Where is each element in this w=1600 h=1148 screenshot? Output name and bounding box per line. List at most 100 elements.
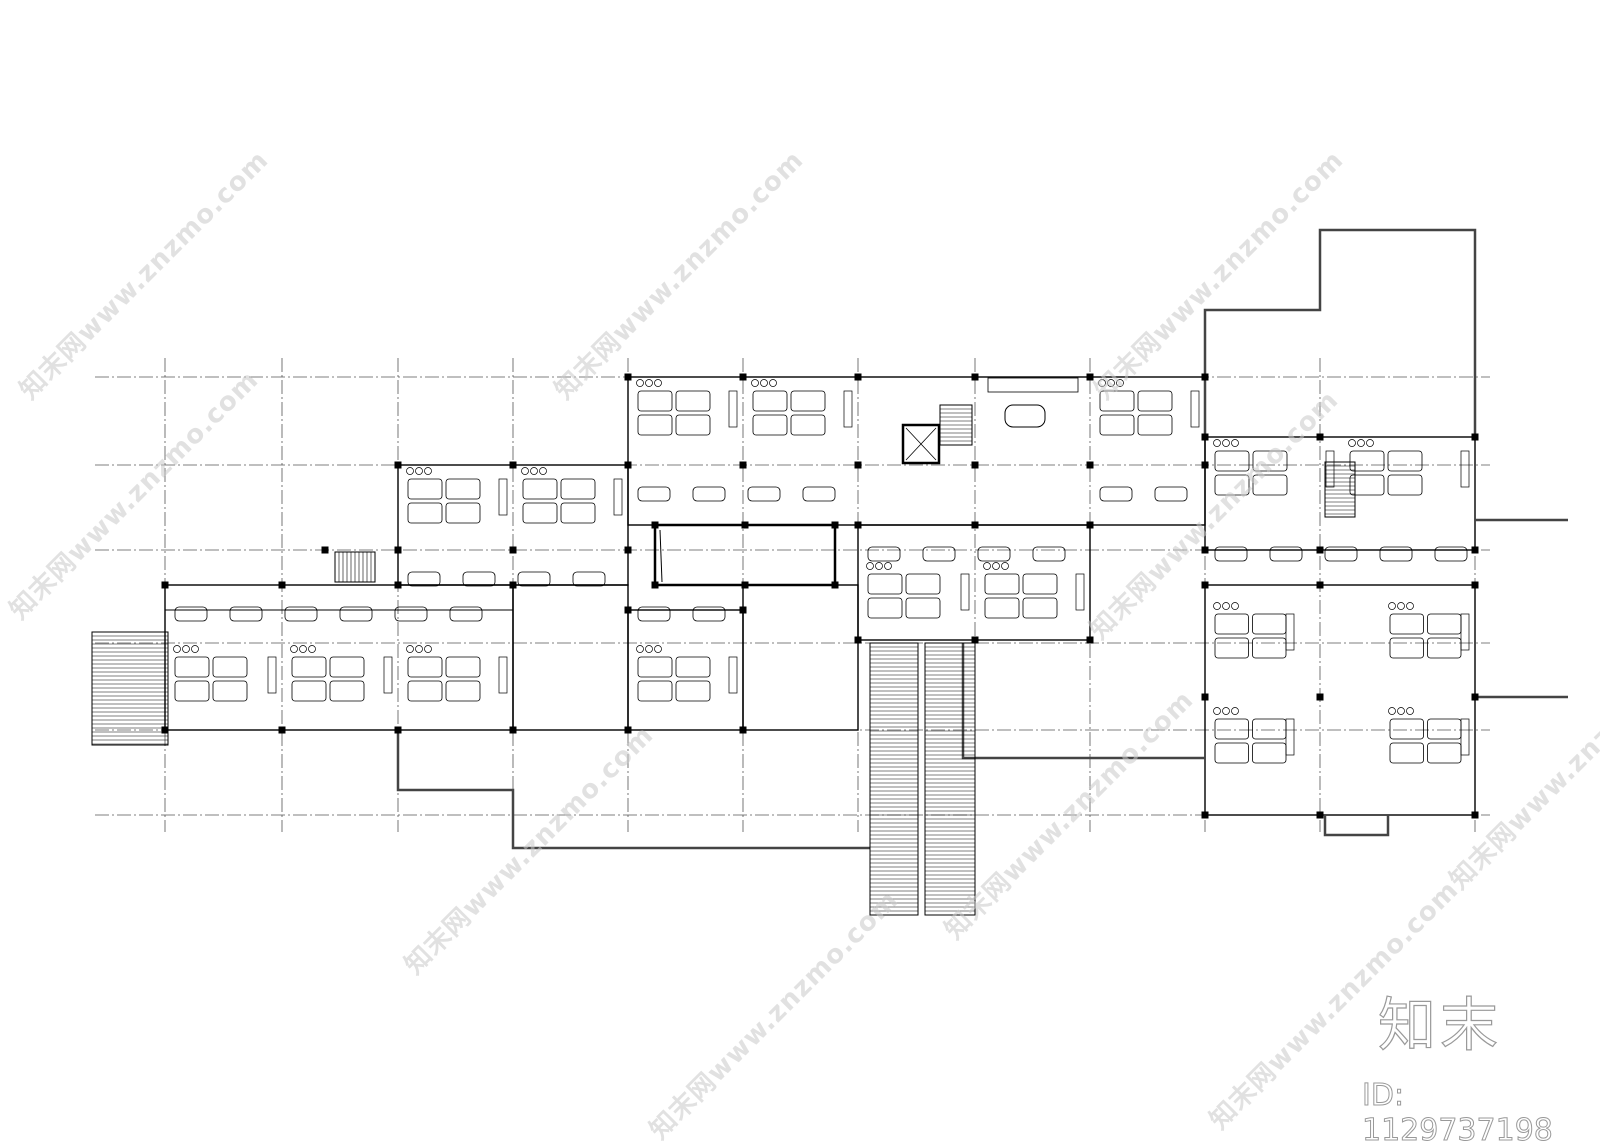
guest-room <box>1388 707 1470 764</box>
desk <box>1460 450 1470 488</box>
bathtub <box>1434 546 1468 562</box>
chair <box>875 562 883 570</box>
bathtub <box>407 571 441 587</box>
desk <box>728 656 738 694</box>
chair <box>983 562 991 570</box>
bed <box>1387 474 1423 496</box>
guest-room <box>290 645 393 702</box>
bed <box>560 478 596 500</box>
column <box>1201 546 1209 554</box>
conference-table <box>1004 404 1046 428</box>
bed <box>445 502 481 524</box>
wall-outline <box>627 609 744 731</box>
bed <box>212 680 248 702</box>
bed <box>1427 742 1462 764</box>
chair <box>1366 439 1374 447</box>
column <box>651 581 659 589</box>
chair <box>1388 707 1396 715</box>
chair <box>1001 562 1009 570</box>
column <box>278 726 286 734</box>
desk <box>1190 390 1200 428</box>
column <box>651 521 659 529</box>
bed <box>174 656 210 678</box>
column <box>624 373 632 381</box>
chair <box>1231 707 1239 715</box>
wall-outline <box>857 524 1091 641</box>
column <box>394 461 402 469</box>
column <box>161 726 169 734</box>
chair <box>636 645 644 653</box>
bed <box>1214 450 1250 472</box>
column <box>509 726 517 734</box>
bed <box>1252 637 1287 659</box>
column <box>831 581 839 589</box>
column <box>394 581 402 589</box>
bathtub <box>867 546 901 562</box>
guest-room <box>1213 439 1335 496</box>
chair <box>645 379 653 387</box>
desk <box>498 656 508 694</box>
bathtub <box>1032 546 1066 562</box>
chair <box>1397 602 1405 610</box>
chair <box>654 645 662 653</box>
bathtub <box>517 571 551 587</box>
bed <box>1214 474 1250 496</box>
bed <box>1252 613 1287 635</box>
bed <box>1389 742 1424 764</box>
column <box>971 461 979 469</box>
bed <box>637 414 673 436</box>
column <box>741 581 749 589</box>
wall-outline <box>512 584 629 731</box>
wall-outline <box>1204 436 1476 551</box>
guest-room <box>406 645 508 702</box>
stairs <box>91 404 1356 916</box>
bed <box>445 680 481 702</box>
bed <box>675 656 711 678</box>
column <box>624 726 632 734</box>
column <box>1471 433 1479 441</box>
desk <box>1325 450 1335 488</box>
bed <box>637 390 673 412</box>
bathtub <box>229 606 263 622</box>
bed <box>445 656 481 678</box>
desk <box>1285 718 1295 756</box>
bed <box>675 390 711 412</box>
column <box>854 373 862 381</box>
chair <box>1397 707 1405 715</box>
column <box>624 461 632 469</box>
guest-room <box>521 467 623 524</box>
bed <box>905 573 941 595</box>
chair <box>1388 602 1396 610</box>
chair <box>1213 707 1221 715</box>
wall-outline <box>742 584 859 731</box>
chair <box>1116 379 1124 387</box>
chair <box>1213 602 1221 610</box>
bed <box>1214 718 1249 740</box>
site-boundary <box>961 643 1205 760</box>
bed <box>1252 450 1288 472</box>
bathtub <box>572 571 606 587</box>
bathtub <box>922 546 956 562</box>
column <box>1316 693 1324 701</box>
chair <box>290 645 298 653</box>
bed <box>675 414 711 436</box>
column <box>971 373 979 381</box>
chair <box>1222 602 1230 610</box>
bed <box>905 597 941 619</box>
bathtub <box>747 486 781 502</box>
bathtub <box>1214 546 1248 562</box>
guest-room <box>1213 602 1295 659</box>
bed <box>867 573 903 595</box>
column <box>1471 546 1479 554</box>
desk <box>1285 613 1295 651</box>
chair <box>769 379 777 387</box>
site-boundary <box>396 730 870 850</box>
column <box>1086 373 1094 381</box>
chair <box>1406 707 1414 715</box>
chair <box>1231 602 1239 610</box>
column <box>739 606 747 614</box>
chair <box>415 645 423 653</box>
guest-room <box>1213 707 1295 764</box>
desk <box>843 390 853 428</box>
chair <box>751 379 759 387</box>
